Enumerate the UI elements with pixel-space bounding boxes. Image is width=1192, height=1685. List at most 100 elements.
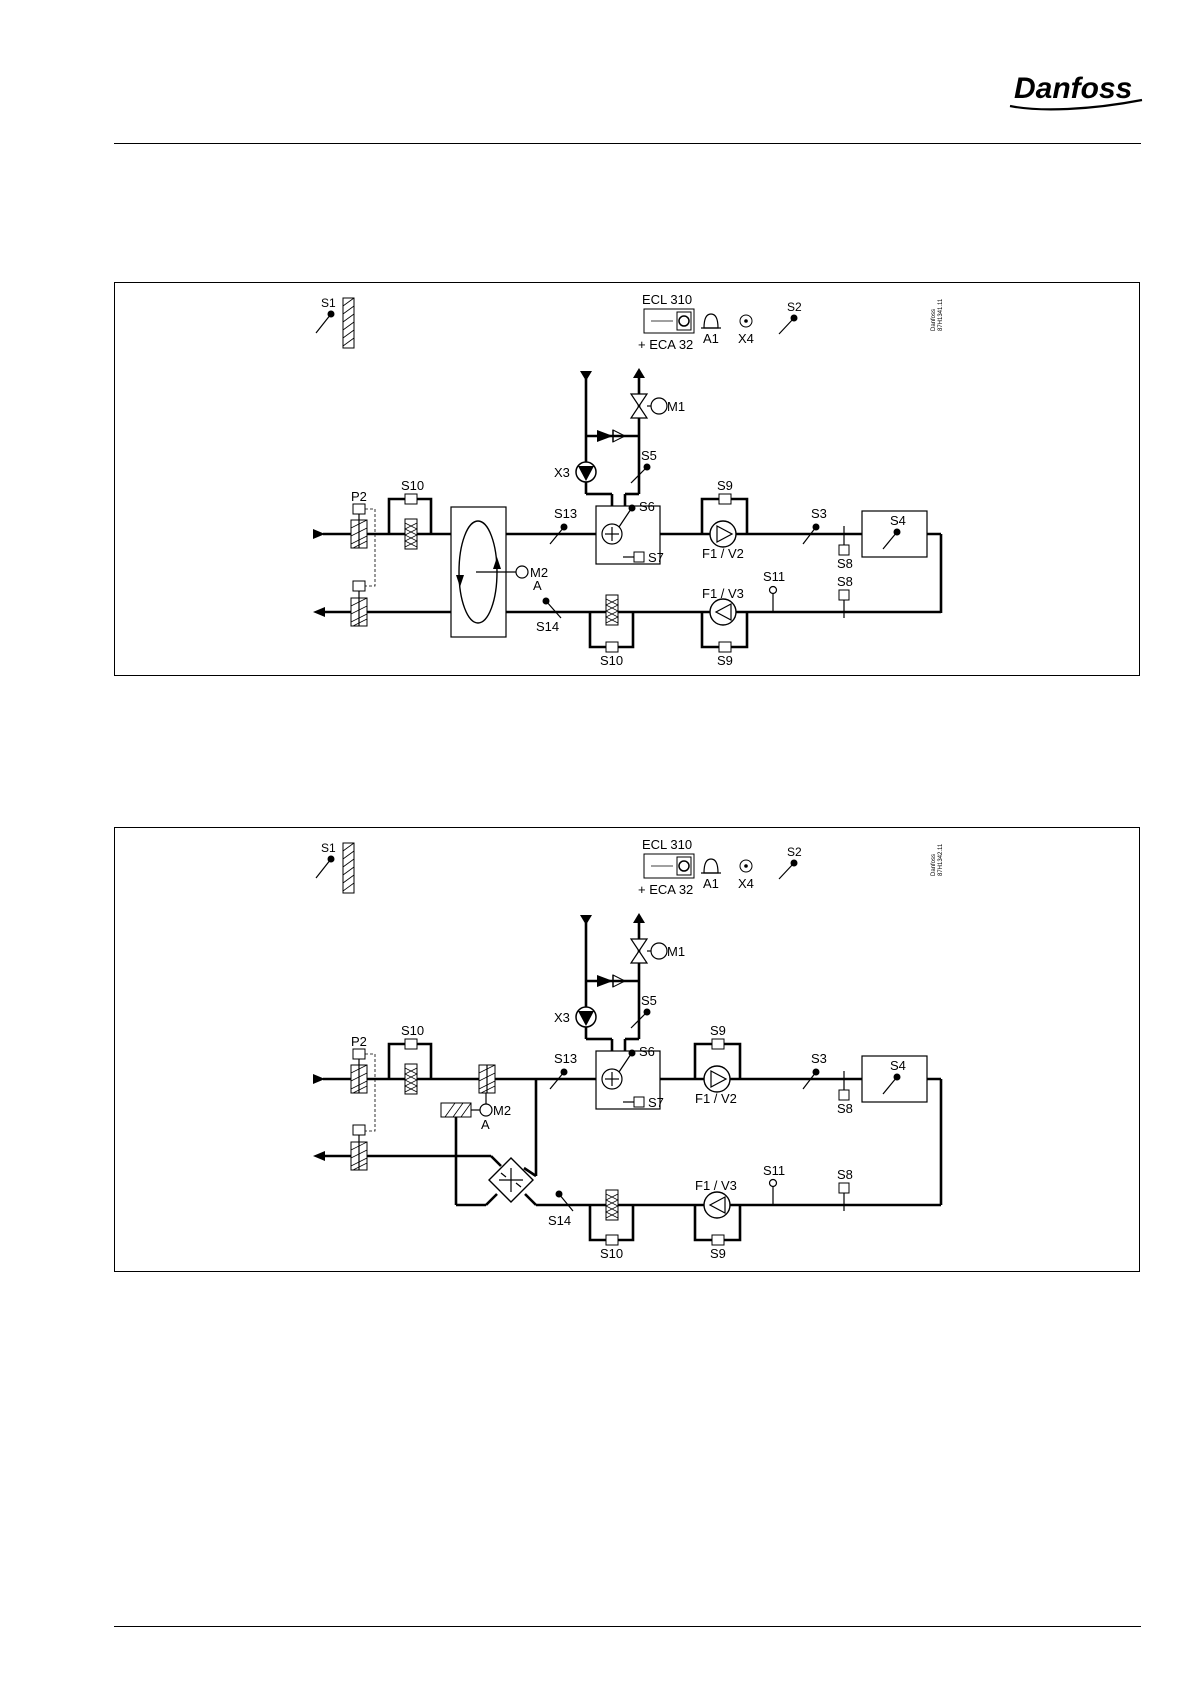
outdoor-sensor-s1: S1	[316, 841, 354, 893]
svg-text:Danfoss: Danfoss	[1014, 72, 1132, 105]
rotary-heat-exchanger: M2 A	[451, 507, 548, 637]
svg-text:A1: A1	[703, 876, 719, 891]
controller-ecl310: ECL 310 + ECA 32	[638, 292, 694, 352]
room-sensor-s4: S4	[862, 511, 927, 557]
svg-text:X4: X4	[738, 331, 754, 346]
sensor-s2: S2	[779, 300, 802, 334]
svg-text:S7: S7	[648, 550, 664, 565]
fan-f1-v3: S9 F1 / V3	[695, 1178, 740, 1261]
svg-text:F1 / V3: F1 / V3	[695, 1178, 737, 1193]
svg-text:A1: A1	[703, 331, 719, 346]
svg-text:S14: S14	[536, 619, 559, 634]
header-rule	[114, 143, 1141, 144]
controller-ecl310: ECL 310 + ECA 32	[638, 837, 694, 897]
return-air-duct	[313, 607, 941, 617]
alarm-a1-icon: A1	[701, 314, 721, 346]
filter-s10-supply: S10	[389, 478, 431, 549]
svg-text:P2: P2	[351, 1034, 367, 1049]
sensor-s14: S14	[536, 598, 561, 635]
svg-text:F1 / V2: F1 / V2	[695, 1091, 737, 1106]
filter-s10-supply: S10	[389, 1023, 431, 1094]
danfoss-logo: Danfoss	[1000, 60, 1150, 120]
svg-text:S9: S9	[710, 1023, 726, 1038]
svg-text:87H1342.11: 87H1342.11	[938, 843, 944, 876]
svg-text:F1 / V2: F1 / V2	[702, 546, 744, 561]
controller-module: + ECA 32	[638, 337, 693, 352]
svg-text:M1: M1	[667, 944, 685, 959]
svg-text:S8: S8	[837, 1101, 853, 1116]
drawing-reference: Danfoss 87H1341.11	[931, 298, 944, 331]
sensor-s3: S3	[803, 1051, 827, 1089]
sensor-s3: S3	[803, 506, 827, 544]
svg-text:X3: X3	[554, 465, 570, 480]
label-s1: S1	[321, 296, 336, 310]
svg-text:M2: M2	[493, 1103, 511, 1118]
svg-text:+ ECA 32: + ECA 32	[638, 882, 693, 897]
svg-text:S14: S14	[548, 1213, 571, 1228]
svg-text:S8: S8	[837, 574, 853, 589]
svg-text:S11: S11	[763, 569, 785, 584]
filter-s10-return: S10	[590, 1190, 633, 1261]
sensor-s11: S11	[763, 569, 785, 612]
footer-rule	[114, 1626, 1141, 1627]
fan-f1-v3: S9 F1 / V3	[702, 586, 747, 668]
sensor-s11: S11	[763, 1163, 785, 1205]
drawing-reference: Danfoss 87H1342.11	[931, 843, 944, 876]
svg-text:S8: S8	[837, 1167, 853, 1182]
svg-text:X4: X4	[738, 876, 754, 891]
svg-text:S10: S10	[600, 653, 623, 668]
svg-text:S4: S4	[890, 1058, 906, 1073]
svg-text:A: A	[481, 1117, 490, 1132]
heating-coil: S6 S7	[596, 494, 664, 565]
diagram-cross-flow-heat-exchanger: S1 ECL 310 + ECA 32 A1 X4 S2 Danfoss 87H…	[114, 827, 1140, 1272]
svg-text:S9: S9	[717, 653, 733, 668]
svg-text:S5: S5	[641, 993, 657, 1008]
svg-text:S13: S13	[554, 1051, 577, 1066]
switch-x4-icon: X4	[738, 860, 754, 891]
svg-text:S10: S10	[600, 1246, 623, 1261]
svg-text:X3: X3	[554, 1010, 570, 1025]
alarm-a1-icon: A1	[701, 859, 721, 891]
svg-text:S9: S9	[710, 1246, 726, 1261]
svg-text:S4: S4	[890, 513, 906, 528]
bypass-damper-m2: M2 A	[441, 1065, 511, 1132]
svg-text:S11: S11	[763, 1163, 785, 1178]
switch-x4-icon: X4	[738, 315, 754, 346]
fan-f1-v2: S9 F1 / V2	[702, 478, 747, 561]
svg-text:S3: S3	[811, 1051, 827, 1066]
sensor-s13: S13	[550, 1051, 577, 1089]
damper-p2: P2	[351, 489, 375, 626]
svg-text:M1: M1	[667, 399, 685, 414]
svg-text:S7: S7	[648, 1095, 664, 1110]
controller-model: ECL 310	[642, 292, 692, 307]
room-sensor-s4: S4	[862, 1056, 927, 1102]
diagram-rotary-heat-exchanger: S1 ECL 310 + ECA 32 A1 X4 S2 Danfoss 87H…	[114, 282, 1140, 676]
svg-text:S1: S1	[321, 841, 336, 855]
outdoor-sensor-s1: S1	[316, 296, 354, 348]
damper-p2: P2	[351, 1034, 375, 1170]
svg-text:ECL 310: ECL 310	[642, 837, 692, 852]
svg-text:S3: S3	[811, 506, 827, 521]
svg-text:Danfoss: Danfoss	[931, 309, 937, 331]
filter-s10-return: S10	[590, 595, 633, 668]
svg-text:87H1341.11: 87H1341.11	[938, 298, 944, 331]
svg-text:S6: S6	[639, 1044, 655, 1059]
svg-text:A: A	[533, 578, 542, 593]
svg-text:S5: S5	[641, 448, 657, 463]
heating-coil: S6 S7	[596, 1039, 664, 1110]
svg-text:P2: P2	[351, 489, 367, 504]
svg-text:S13: S13	[554, 506, 577, 521]
svg-text:S2: S2	[787, 300, 802, 314]
svg-text:S9: S9	[717, 478, 733, 493]
sensor-s2: S2	[779, 845, 802, 879]
svg-text:S8: S8	[837, 556, 853, 571]
heating-circuit: M1 X3 S5	[554, 368, 685, 494]
fan-f1-v2: S9 F1 / V2	[695, 1023, 740, 1106]
svg-text:S10: S10	[401, 478, 424, 493]
svg-text:F1 / V3: F1 / V3	[702, 586, 744, 601]
sensor-s14: S14	[548, 1191, 573, 1229]
svg-text:S6: S6	[639, 499, 655, 514]
svg-text:Danfoss: Danfoss	[931, 854, 937, 876]
svg-text:S10: S10	[401, 1023, 424, 1038]
plate-heat-exchanger	[486, 1156, 536, 1205]
